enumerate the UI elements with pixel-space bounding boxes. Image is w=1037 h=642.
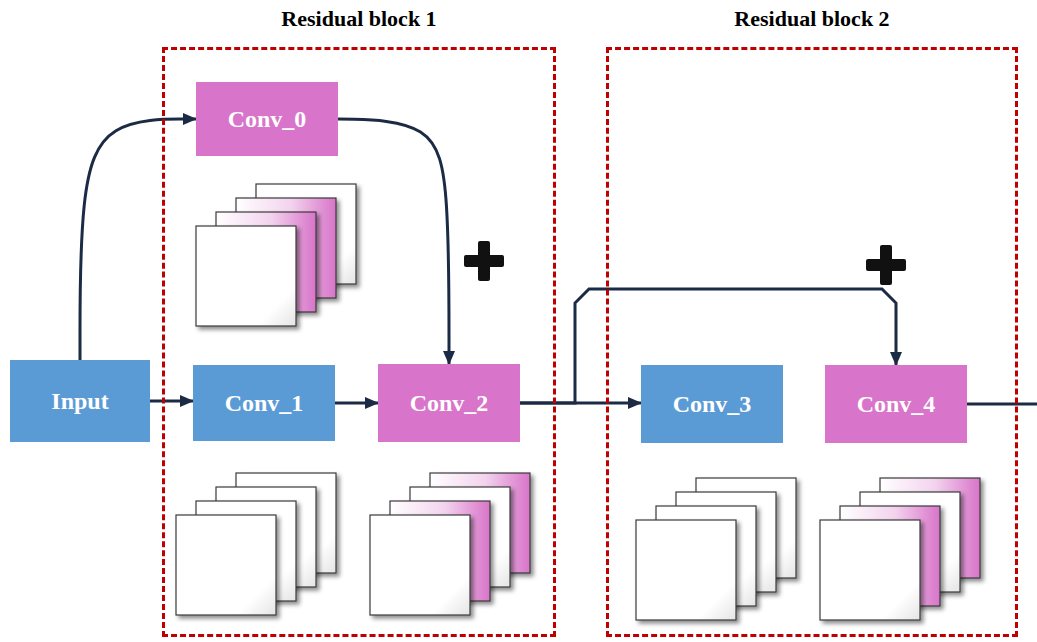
conv-box: Conv_2 (378, 364, 520, 442)
residual-block: Residual block 1Conv_0Conv_1Conv_2 (162, 47, 556, 637)
conv-box: Conv_0 (196, 82, 338, 156)
connector-arrow (335, 402, 378, 405)
feature-map (636, 520, 736, 620)
conv-box: Conv_1 (193, 365, 335, 441)
feature-map (196, 226, 296, 326)
feature-map-stack (196, 184, 356, 326)
feature-map (820, 520, 920, 620)
feature-map-stack (636, 478, 796, 620)
feature-map-stack (820, 478, 980, 620)
block-heading: Residual block 2 (569, 6, 1037, 32)
connector-arrow (338, 119, 449, 364)
box-label: Conv_4 (857, 391, 936, 418)
box-label: Conv_3 (673, 391, 752, 418)
connector-arrow (80, 119, 196, 360)
box-label: Conv_1 (225, 390, 304, 417)
conv-box: Conv_3 (641, 365, 783, 443)
feature-map-stack (176, 473, 336, 615)
connector-arrow (150, 400, 193, 403)
residual-block: Residual block 2Conv_3Conv_4 (606, 47, 1018, 637)
feature-maps (176, 184, 980, 620)
feature-map-stack (370, 473, 530, 615)
box-label: Conv_0 (228, 106, 307, 133)
conv-box: Conv_4 (825, 365, 967, 443)
plus-sign (464, 241, 504, 281)
feature-map (370, 515, 470, 615)
input-box: Input (10, 360, 150, 442)
box-label: Input (51, 388, 108, 415)
output-line (967, 403, 1037, 406)
feature-map (176, 515, 276, 615)
block-heading: Residual block 1 (125, 6, 593, 32)
plus-sign (866, 245, 906, 285)
box-label: Conv_2 (410, 390, 489, 417)
